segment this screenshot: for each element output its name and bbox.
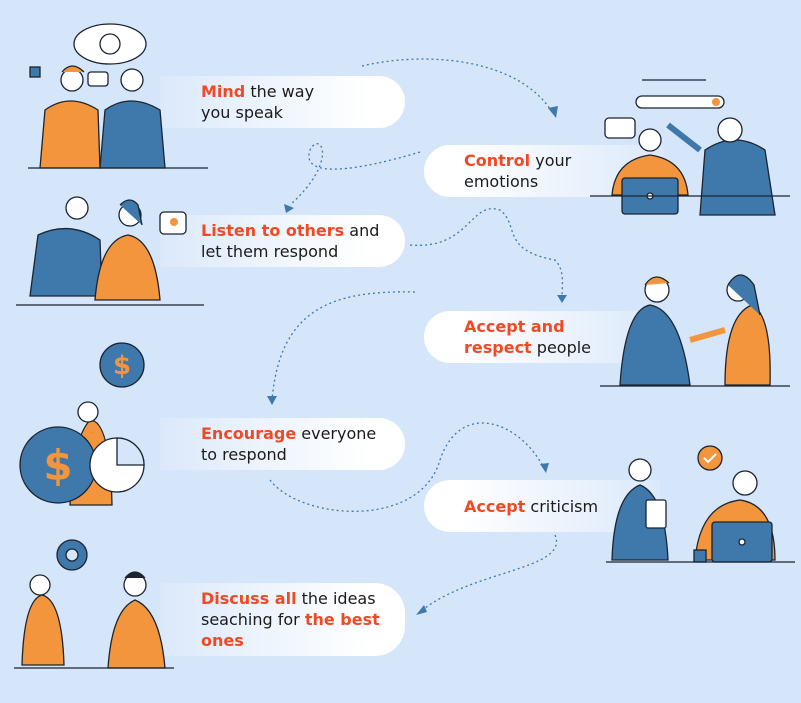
highlight: Listen to others	[201, 221, 345, 240]
illustration-money-coins: $ $	[19, 342, 145, 506]
checkmark-icon	[697, 445, 723, 471]
mug-icon	[693, 549, 707, 563]
arrow-criticism-to-discuss	[419, 534, 558, 613]
svg-text:$: $	[113, 351, 131, 381]
step-text: Discuss all the ideas seaching for the b…	[201, 588, 396, 651]
text: the way you speak	[201, 82, 315, 122]
highlight: Encourage	[201, 424, 297, 443]
step-text: Encourage everyone to respond	[201, 423, 391, 465]
text: people	[531, 338, 592, 357]
step-text: Control your emotions	[464, 150, 584, 192]
step-text: Accept criticism	[464, 496, 634, 517]
highlight: Discuss all	[201, 589, 297, 608]
text: everyone to respond	[201, 424, 377, 464]
text: the ideas seaching for	[201, 589, 376, 629]
square-icon	[29, 66, 41, 78]
smiley-icon	[99, 33, 121, 55]
highlight: Accept and respect	[464, 317, 565, 357]
step-mind: Mind the way you speak	[160, 76, 405, 128]
step-text: Mind the way you speak	[201, 81, 331, 123]
illustration-two-men-talking	[28, 23, 208, 169]
step-listen: Listen to others and let them respond	[160, 215, 405, 267]
arrowhead-icon	[557, 295, 567, 303]
dollar-coin-icon	[99, 342, 145, 388]
arrow-accept-to-encourage	[271, 291, 416, 401]
step-discuss: Discuss all the ideas seaching for the b…	[160, 583, 405, 656]
text: your emotions	[464, 151, 572, 191]
illustration-criticism-office	[606, 445, 795, 563]
illustration-listening-people	[16, 196, 204, 306]
illustration-discussing-ideas	[14, 539, 174, 669]
chat-bubble-icon	[604, 117, 636, 139]
arrow-encourage-to-criticism	[269, 422, 546, 512]
arrow-control-to-listen	[289, 143, 421, 206]
illustration-handshake	[600, 274, 790, 387]
highlight: Mind	[201, 82, 246, 101]
arrowhead-icon	[416, 605, 427, 615]
arrow-mind-to-control	[361, 58, 553, 113]
step-text: Accept and respect people	[464, 316, 604, 358]
text: criticism	[525, 496, 599, 516]
arrowhead-icon	[540, 463, 549, 473]
arrowhead-icon	[548, 106, 558, 118]
text: and let them respond	[201, 221, 380, 261]
highlight: the best ones	[201, 610, 380, 650]
chat-bubble-icon	[87, 71, 109, 87]
step-text: Listen to others and let them respond	[201, 220, 391, 262]
arrowhead-icon	[284, 204, 294, 213]
step-accept-respect: Accept and respect people	[424, 311, 660, 363]
svg-text:$: $	[43, 441, 72, 490]
arrow-listen-to-accept	[409, 208, 564, 299]
illustration-calm-and-angry-men	[590, 79, 790, 216]
highlight: Control	[464, 151, 531, 170]
highlight: Accept	[464, 496, 526, 516]
arrowhead-icon	[267, 396, 277, 405]
step-encourage: Encourage everyone to respond	[160, 418, 405, 470]
